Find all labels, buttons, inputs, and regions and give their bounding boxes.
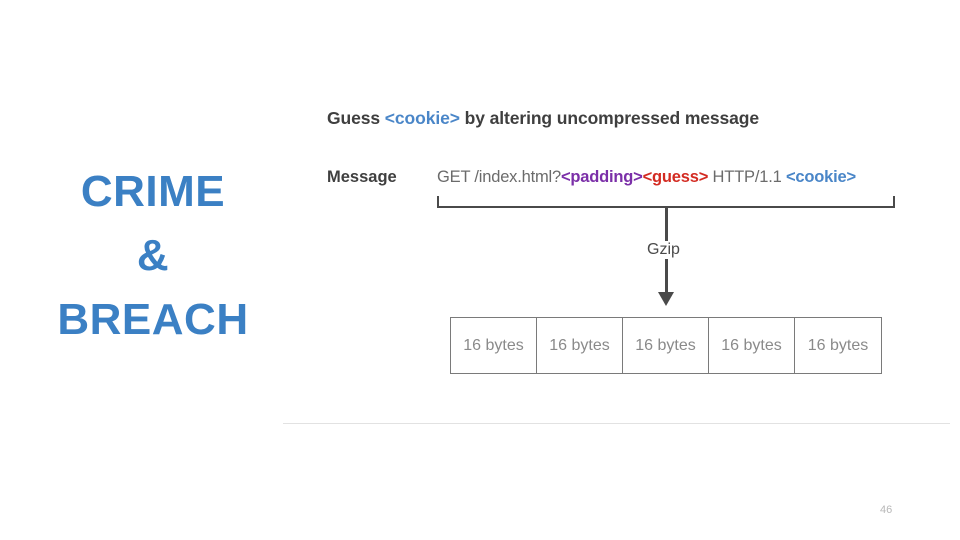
message-segment-guess: <guess>: [642, 168, 709, 186]
diagram-heading-suffix: by altering uncompressed message: [459, 108, 760, 128]
gzip-label: Gzip: [644, 241, 683, 259]
page-title-line-3: BREACH: [57, 295, 249, 344]
message-row-label: Message: [327, 168, 397, 186]
footer-divider: [283, 423, 950, 424]
byte-block: 16 bytes: [709, 318, 795, 373]
gzip-arrow-head-icon: [658, 292, 674, 306]
diagram-heading-cookie-token: <cookie>: [384, 108, 460, 128]
compressed-output-blocks: 16 bytes 16 bytes 16 bytes 16 bytes 16 b…: [450, 317, 882, 374]
byte-block: 16 bytes: [807, 336, 869, 354]
diagram-heading: Guess <cookie> by altering uncompressed …: [327, 108, 759, 129]
byte-block: 16 bytes: [451, 318, 537, 373]
message-segment-cookie: <cookie>: [785, 168, 856, 186]
byte-block: 16 bytes: [537, 318, 623, 373]
message-http-request: GET /index.html?<padding><guess> HTTP/1.…: [437, 168, 856, 187]
byte-block: 16 bytes: [623, 318, 709, 373]
message-segment-method-path: GET /index.html?: [437, 168, 561, 186]
page-title: CRIME & BREACH: [22, 160, 284, 352]
message-segment-protocol: HTTP/1.1: [708, 168, 786, 186]
message-segment-padding: <padding>: [560, 168, 643, 186]
page-title-line-2: &: [136, 231, 170, 280]
page-title-line-1: CRIME: [80, 167, 226, 216]
page-number: 46: [880, 504, 893, 516]
diagram-heading-prefix: Guess: [327, 108, 385, 128]
